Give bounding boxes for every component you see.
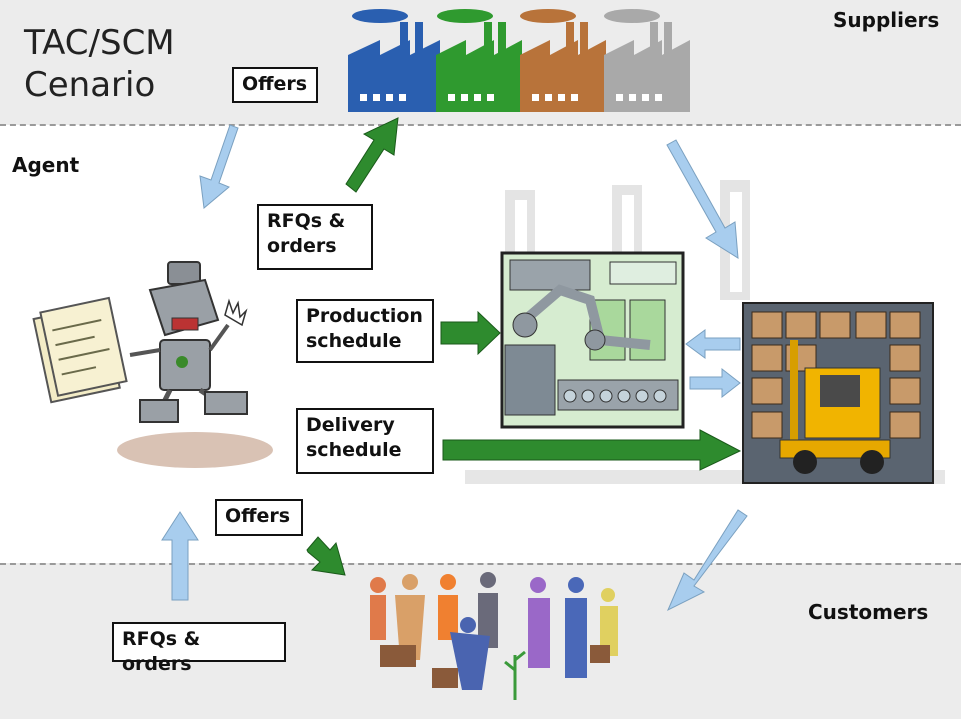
flow-arrow-production-to-factory [440, 310, 501, 356]
page-title: TAC/SCM Cenario [24, 22, 175, 106]
title-line-1: TAC/SCM [24, 23, 175, 63]
flow-arrow-offers-to-customers [306, 536, 346, 576]
rfqs-orders-top-line-1: RFQs & [267, 210, 346, 232]
rfqs-orders-top-box: RFQs & orders [257, 204, 373, 270]
production-schedule-line-1: Production [306, 305, 423, 327]
rfqs-orders-bottom-text: RFQs & orders [122, 628, 201, 675]
offers-top-text: Offers [242, 73, 308, 95]
production-schedule-line-2: schedule [306, 330, 402, 352]
production-machine-icon [500, 251, 685, 429]
flow-arrow-delivery-to-warehouse [442, 429, 742, 471]
title-line-2: Cenario [24, 65, 156, 105]
flow-arrow-rfqs-to-suppliers [345, 117, 399, 193]
delivery-schedule-box: Delivery schedule [296, 408, 434, 474]
suppliers-label: Suppliers [833, 8, 940, 32]
offers-bottom-text: Offers [225, 505, 291, 527]
flow-arrow-suppliers-to-warehouse [666, 139, 739, 259]
delivery-schedule-line-2: schedule [306, 439, 402, 461]
offers-bottom-box: Offers [215, 499, 303, 536]
flow-arrow-factory-to-warehouse [689, 367, 741, 399]
agent-label: Agent [12, 153, 80, 177]
rfqs-orders-top-line-2: orders [267, 235, 337, 257]
offers-top-box: Offers [232, 67, 318, 103]
delivery-schedule-line-1: Delivery [306, 414, 395, 436]
customers-crowd-icon [370, 572, 618, 700]
flow-arrow-warehouse-to-customers [666, 509, 748, 612]
rfqs-orders-bottom-box: RFQs & orders [112, 622, 286, 675]
supplier-factories-icon [348, 9, 690, 112]
flow-arrow-customers-to-agent [161, 511, 199, 601]
customers-label: Customers [808, 600, 929, 624]
production-schedule-box: Production schedule [296, 299, 434, 363]
flow-arrow-offers-to-agent [199, 124, 239, 209]
customers-divider [0, 563, 961, 565]
robot-agent-icon [32, 261, 273, 468]
flow-arrow-warehouse-to-factory [685, 329, 741, 359]
suppliers-divider [0, 124, 961, 126]
warehouse-forklift-icon [742, 302, 934, 484]
